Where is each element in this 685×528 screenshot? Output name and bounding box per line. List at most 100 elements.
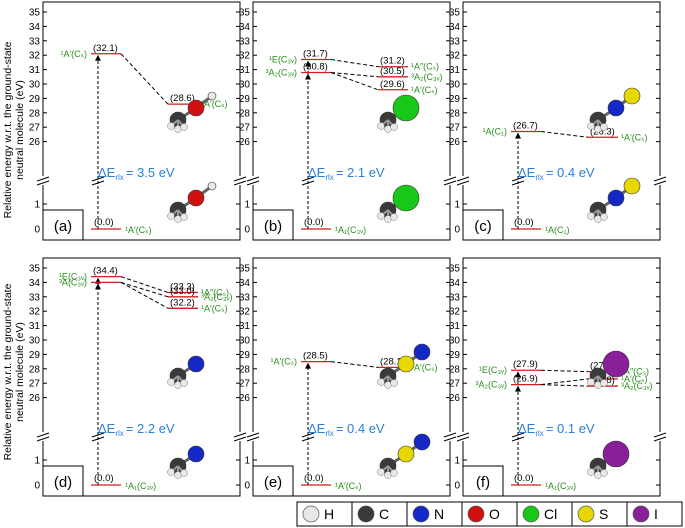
y-tick-label: 35 — [449, 8, 461, 19]
legend-swatch-N — [412, 505, 430, 523]
axis-break — [653, 436, 667, 442]
axis-break — [233, 436, 247, 442]
atom-H — [600, 379, 608, 387]
y-tick-label: 27 — [449, 123, 461, 134]
panel-label: (d) — [54, 474, 72, 491]
y-axis-label-top-2: neutral molecule (eV) — [14, 80, 26, 180]
axis-break — [246, 436, 260, 442]
y-tick-label: 0 — [34, 481, 40, 492]
arrow-break-mask — [302, 432, 314, 441]
relaxed-state-label: ¹A″(Cₛ) — [621, 367, 649, 377]
relaxed-state-label: ³A₂(C₃ᵥ) — [411, 72, 443, 82]
molecule-bottom — [167, 445, 205, 479]
y-tick-label: 1 — [34, 200, 40, 211]
relaxation-energy-label: ΔErlx= 3.5 eV — [98, 165, 175, 182]
y-tick-label: 34 — [29, 22, 41, 33]
y-tick-label: 26 — [29, 393, 41, 404]
y-tick-label: 27 — [29, 123, 41, 134]
y-tick-label: 31 — [239, 321, 251, 332]
y-tick-label: 33 — [29, 36, 41, 47]
atom-N — [187, 445, 205, 463]
relaxation-energy-label: ΔErlx= 2.1 eV — [308, 165, 385, 182]
panel-label: (c) — [474, 218, 492, 235]
ground-value-label: (0.0) — [304, 217, 324, 228]
relaxed-value-label: (29.6) — [380, 79, 405, 90]
y-tick-label: 31 — [239, 65, 251, 76]
ground-state-label: ¹A′(Cₛ) — [125, 225, 152, 235]
molecule-top — [167, 91, 217, 133]
y-tick-label: 1 — [244, 200, 250, 211]
y-tick-label: 32 — [239, 307, 251, 318]
legend-swatch-H — [302, 505, 320, 523]
y-tick-label: 31 — [449, 65, 461, 76]
arrow-break-mask — [302, 176, 314, 185]
relaxed-state-label: ¹A″(Cₛ) — [411, 62, 439, 72]
ground-state-label: ¹A₁(C₃ᵥ) — [545, 481, 576, 491]
axis-break-mask — [654, 432, 666, 441]
axis-break — [653, 180, 667, 186]
atom-H — [167, 122, 175, 130]
relaxation-path — [330, 361, 379, 368]
excited-state-label: ¹E(C₃ᵥ) — [59, 272, 87, 282]
y-tick-label: 31 — [449, 321, 461, 332]
y-tick-label: 27 — [29, 379, 41, 390]
relaxation-energy-value: = 0.1 eV — [546, 421, 595, 436]
transition-arrowhead — [515, 371, 521, 378]
axis-break — [246, 432, 260, 438]
atom-S — [623, 177, 641, 195]
y-tick-label: 31 — [29, 321, 41, 332]
atom-H — [377, 378, 385, 386]
axis-break-mask — [654, 176, 666, 185]
axis-break-mask — [234, 176, 246, 185]
y-tick-label: 1 — [34, 456, 40, 467]
relaxed-state-label: ³A₂(C₃ᵥ) — [201, 292, 233, 302]
y-tick-label: 0 — [34, 225, 40, 236]
panel-0: 2627282930313233343501(0.0)¹A′(Cₛ)(32.1)… — [29, 1, 247, 241]
atom-H — [587, 378, 595, 386]
arrow-break-mask — [92, 432, 104, 441]
y-tick-label: 30 — [449, 336, 461, 347]
panel-frame — [252, 1, 451, 241]
relaxed-value-label: (30.5) — [380, 66, 405, 77]
y-tick-label: 30 — [239, 336, 251, 347]
atom-H — [167, 212, 175, 220]
excited-value-label: (26.9) — [513, 374, 538, 385]
relaxation-energy-sub: rlx — [115, 429, 123, 438]
panel-frame — [462, 257, 661, 497]
atom-H — [167, 468, 175, 476]
y-tick-label: 31 — [29, 65, 41, 76]
relaxation-energy-sub: rlx — [535, 173, 543, 182]
legend-label-O: O — [489, 506, 500, 522]
relaxation-path — [540, 384, 589, 387]
excited-value-label: (28.5) — [303, 351, 328, 362]
axis-break-mask — [37, 432, 49, 441]
arrow-break-mask — [512, 432, 524, 441]
excited-state-label: ¹A′(Cₛ) — [270, 357, 297, 367]
molecule-bottom — [377, 184, 420, 223]
molecule-bottom — [587, 440, 630, 479]
y-tick-label: 29 — [29, 94, 41, 105]
axis-break — [456, 176, 470, 182]
axis-break-mask — [444, 432, 456, 441]
relaxed-state-label: ¹A″(Cₛ) — [201, 287, 229, 297]
y-tick-label: 34 — [29, 278, 41, 289]
transition-arrowhead — [305, 362, 311, 369]
atom-H — [600, 123, 608, 131]
y-axis-label-bottom: Relative energy w.r.t. the ground-state — [2, 283, 14, 460]
atom-H — [180, 469, 188, 477]
panel-label: (e) — [264, 474, 282, 491]
atom-H — [390, 213, 398, 221]
atom-H — [390, 123, 398, 131]
relaxed-value-label: (32.2) — [170, 297, 195, 308]
panel-3: 2627282930313233343501(0.0)¹A₁(C₃ᵥ)(34.4… — [29, 257, 247, 497]
legend-swatch-O — [467, 505, 485, 523]
ground-state-label: ¹A₁(C₃ᵥ) — [335, 225, 366, 235]
axis-break — [36, 176, 50, 182]
legend-swatch-S — [577, 505, 595, 523]
y-tick-label: 26 — [29, 137, 41, 148]
atom-H — [377, 122, 385, 130]
legend-label-S: S — [599, 506, 608, 522]
axis-break — [36, 432, 50, 438]
y-tick-label: 1 — [454, 200, 460, 211]
